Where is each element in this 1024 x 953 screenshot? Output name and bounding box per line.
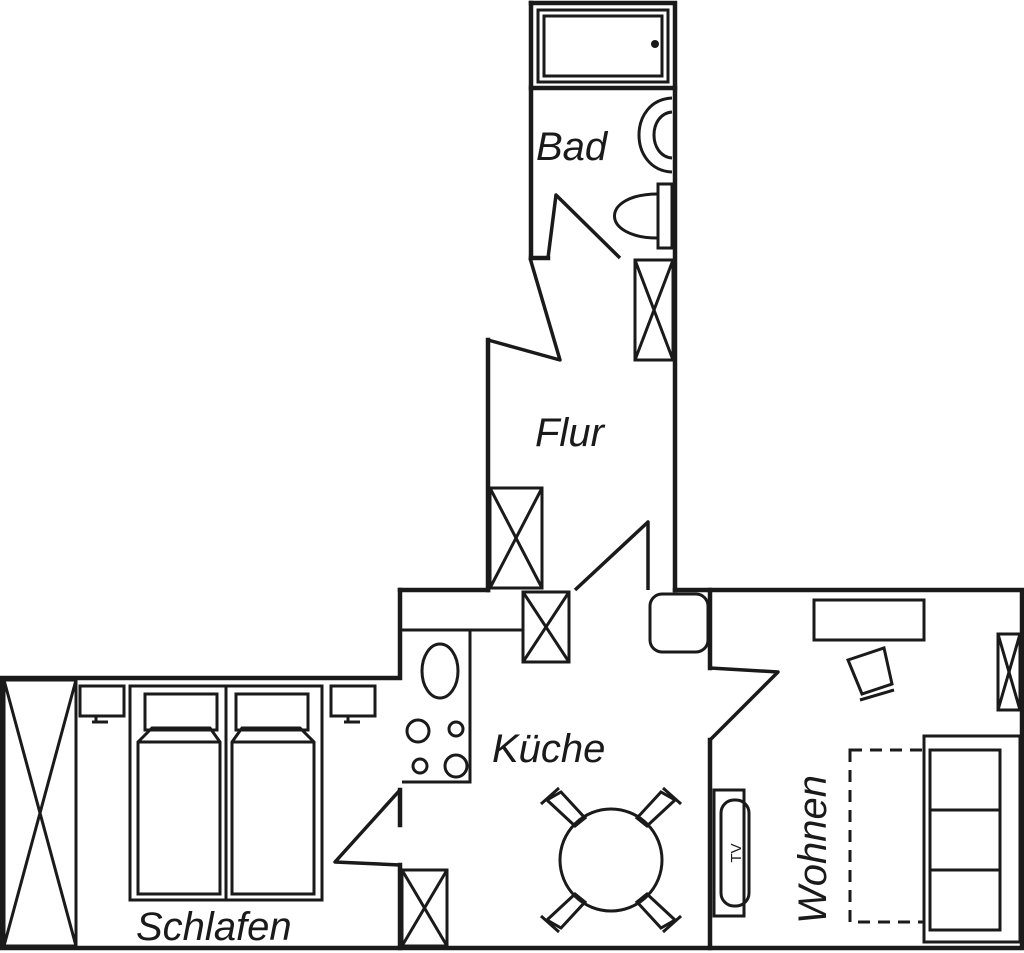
- double-bed: [128, 684, 324, 902]
- tv-label: TV: [728, 843, 745, 862]
- sofa: [922, 734, 1022, 944]
- fridge: [648, 592, 710, 654]
- dining-table: [540, 786, 682, 934]
- nightstand-right: [329, 684, 377, 724]
- bathtub: [536, 8, 670, 84]
- kitchen-counter: [400, 628, 523, 784]
- wardrobe-flur-right: [633, 258, 675, 362]
- room-label-schlafen: Schlafen: [136, 905, 292, 949]
- dining-chair: [540, 786, 588, 828]
- toilet: [613, 182, 674, 250]
- room-label-wohnen: Wohnen: [791, 775, 835, 924]
- tv-stand: TV: [712, 788, 751, 918]
- wardrobe-schlafen: [2, 678, 78, 948]
- door-swings: [333, 193, 780, 867]
- kitchen-sink: [420, 642, 460, 700]
- room-label-bad: Bad: [536, 125, 609, 169]
- room-label-kueche: Küche: [492, 727, 605, 771]
- interior-walls: [74, 255, 713, 951]
- dining-chair: [634, 786, 682, 828]
- dining-chair: [634, 892, 682, 934]
- room-label-flur: Flur: [535, 411, 606, 455]
- armchair: [846, 646, 895, 702]
- sideboard: [812, 598, 926, 642]
- nightstand-left: [78, 684, 126, 724]
- wardrobe-flur-left: [488, 486, 544, 590]
- cabinet-wohnen: [996, 632, 1022, 712]
- stove: [405, 718, 469, 779]
- dining-chair: [540, 892, 588, 934]
- cabinet-kueche-top: [521, 590, 571, 664]
- washbasin: [637, 96, 673, 174]
- cabinet-kueche-bottom: [400, 868, 449, 948]
- coffee-table: [848, 748, 926, 924]
